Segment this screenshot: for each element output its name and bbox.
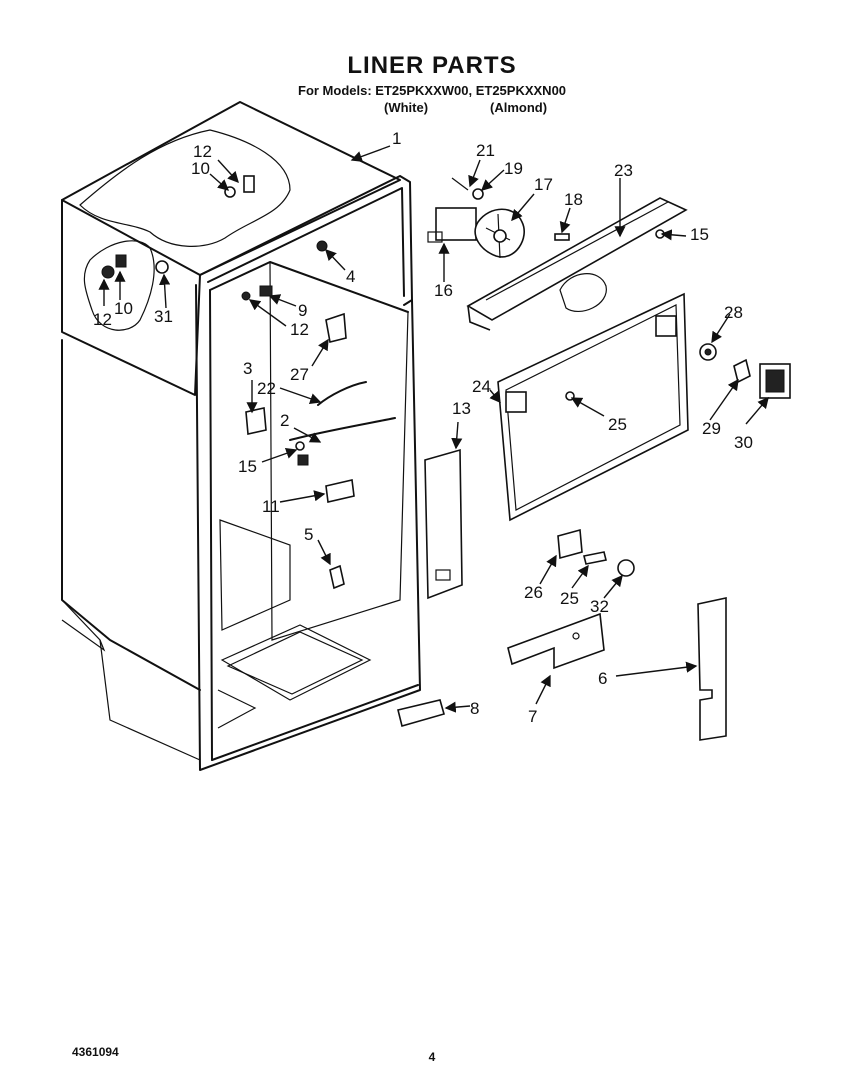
callout-30: 30 bbox=[734, 433, 753, 452]
callout-32: 32 bbox=[590, 597, 609, 616]
callout-12-mid: 12 bbox=[290, 320, 309, 339]
callout-10-top: 10 bbox=[191, 159, 210, 178]
callout-21: 21 bbox=[476, 141, 495, 160]
callout-12-top: 12 bbox=[193, 142, 212, 161]
callout-13: 13 bbox=[452, 399, 471, 418]
callout-26: 26 bbox=[524, 583, 543, 602]
rear-panel bbox=[497, 292, 689, 522]
callout-23: 23 bbox=[614, 161, 633, 180]
callout-labels: 1 12 10 12 10 31 4 9 12 27 22 3 2 15 11 … bbox=[93, 129, 753, 726]
variant-white-label: (White) bbox=[384, 100, 429, 115]
callout-15-left: 15 bbox=[238, 457, 257, 476]
variant-almond-label: (Almond) bbox=[490, 100, 548, 115]
callout-10-left: 10 bbox=[114, 299, 133, 318]
callout-16: 16 bbox=[434, 281, 453, 300]
leader-lines bbox=[98, 145, 769, 713]
callout-31: 31 bbox=[154, 307, 173, 326]
callout-8: 8 bbox=[470, 699, 479, 718]
right-hardware bbox=[507, 343, 791, 741]
callout-17: 17 bbox=[534, 175, 553, 194]
page-number: 4 bbox=[428, 1050, 436, 1064]
callout-25-lower: 25 bbox=[560, 589, 579, 608]
callout-9: 9 bbox=[298, 301, 307, 320]
callout-15-right: 15 bbox=[690, 225, 709, 244]
callout-7: 7 bbox=[528, 707, 537, 726]
callout-5: 5 bbox=[304, 525, 313, 544]
callout-22: 22 bbox=[257, 379, 276, 398]
callout-24: 24 bbox=[472, 377, 491, 396]
callout-4: 4 bbox=[346, 267, 355, 286]
callout-18: 18 bbox=[564, 190, 583, 209]
callout-25-upper: 25 bbox=[608, 415, 627, 434]
diagram-title: LINER PARTS bbox=[347, 52, 517, 79]
callout-1: 1 bbox=[392, 129, 401, 148]
callout-3: 3 bbox=[243, 359, 252, 378]
document-number: 4361094 bbox=[72, 1045, 119, 1059]
cabinet-hardware bbox=[101, 175, 396, 590]
cabinet-liner bbox=[61, 101, 463, 771]
callout-19: 19 bbox=[504, 159, 523, 178]
callout-28: 28 bbox=[724, 303, 743, 322]
callout-2: 2 bbox=[280, 411, 289, 430]
callout-27: 27 bbox=[290, 365, 309, 384]
fan-assembly bbox=[427, 177, 570, 259]
callout-11: 11 bbox=[262, 497, 280, 516]
models-line: For Models: ET25PKXXW00, ET25PKXXN00 bbox=[298, 83, 567, 98]
callout-29: 29 bbox=[702, 419, 721, 438]
callout-12-left: 12 bbox=[93, 310, 112, 329]
callout-6: 6 bbox=[598, 669, 607, 688]
